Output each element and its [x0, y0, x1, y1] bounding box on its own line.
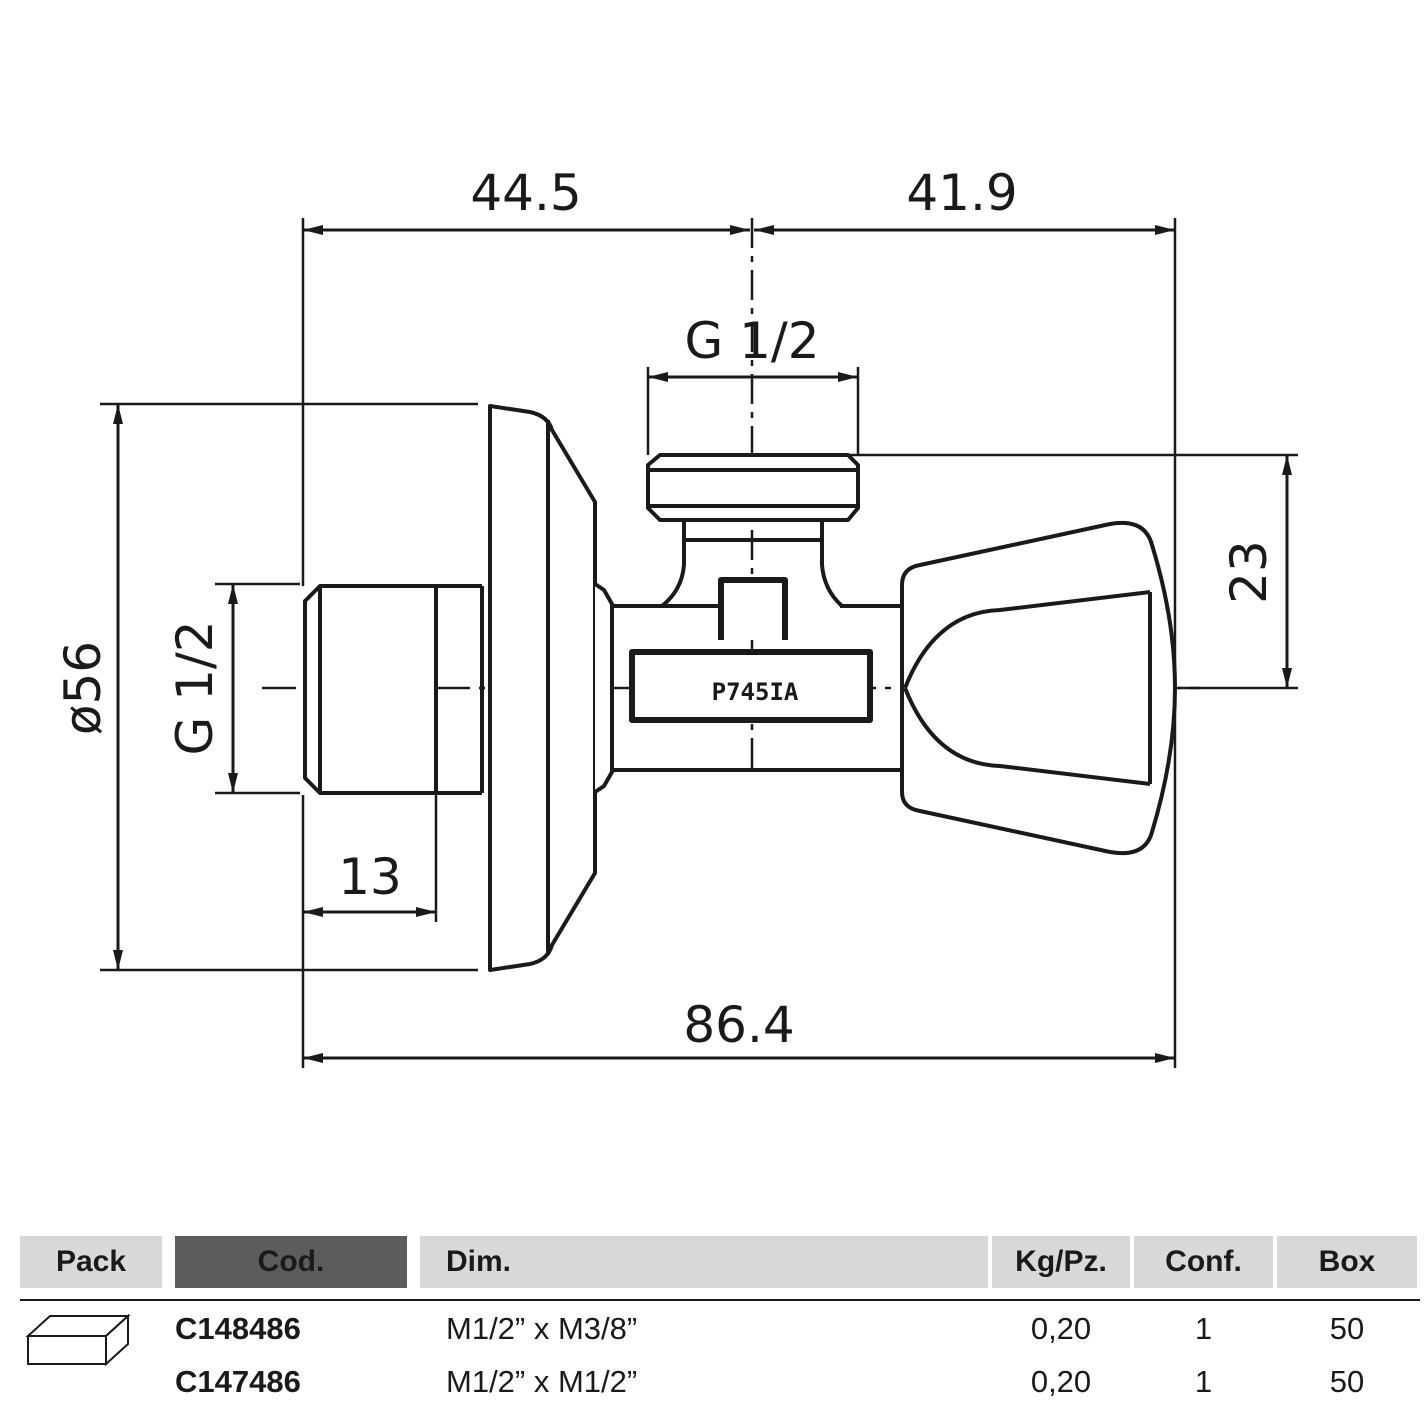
row-code: C147486: [175, 1364, 301, 1399]
body-stamp: P745IA: [712, 678, 799, 706]
row-conf: 1: [1194, 1311, 1213, 1346]
valve-body: [303, 404, 1177, 972]
box-icon: [25, 1313, 131, 1367]
dim-thread-length: 13: [338, 848, 402, 906]
dimension-lines: [100, 218, 1298, 1068]
header-weight: Kg/Pz.: [992, 1236, 1130, 1288]
header-dim: Dim.: [420, 1236, 988, 1288]
dim-total-length: 86.4: [683, 996, 794, 1054]
row-conf: 1: [1194, 1364, 1213, 1399]
row-code: C148486: [175, 1311, 301, 1346]
header-pack: Pack: [20, 1236, 162, 1288]
dim-inlet-thread: G 1/2: [166, 620, 224, 755]
row-dim: M1/2” x M1/2”: [446, 1364, 638, 1399]
dim-height-to-axis: 23: [1220, 540, 1278, 604]
row-box: 50: [1329, 1311, 1365, 1346]
valve-technical-drawing: 44.5 41.9 G 1/2 ø56 G 1/2 23 13 86.4 P74…: [54, 164, 1298, 1068]
header-rule: [20, 1299, 1420, 1301]
row-weight: 0,20: [1030, 1364, 1092, 1399]
dim-left-to-axis: 44.5: [470, 164, 581, 222]
row-dim: M1/2” x M3/8”: [446, 1311, 638, 1346]
row-weight: 0,20: [1030, 1311, 1092, 1346]
header-box: Box: [1277, 1236, 1417, 1288]
dim-flange-diameter: ø56: [54, 641, 112, 735]
row-box: 50: [1329, 1364, 1365, 1399]
dim-outlet-thread: G 1/2: [684, 312, 819, 370]
dim-axis-to-handle: 41.9: [906, 164, 1017, 222]
header-conf: Conf.: [1134, 1236, 1273, 1288]
header-code: Cod.: [175, 1236, 407, 1288]
